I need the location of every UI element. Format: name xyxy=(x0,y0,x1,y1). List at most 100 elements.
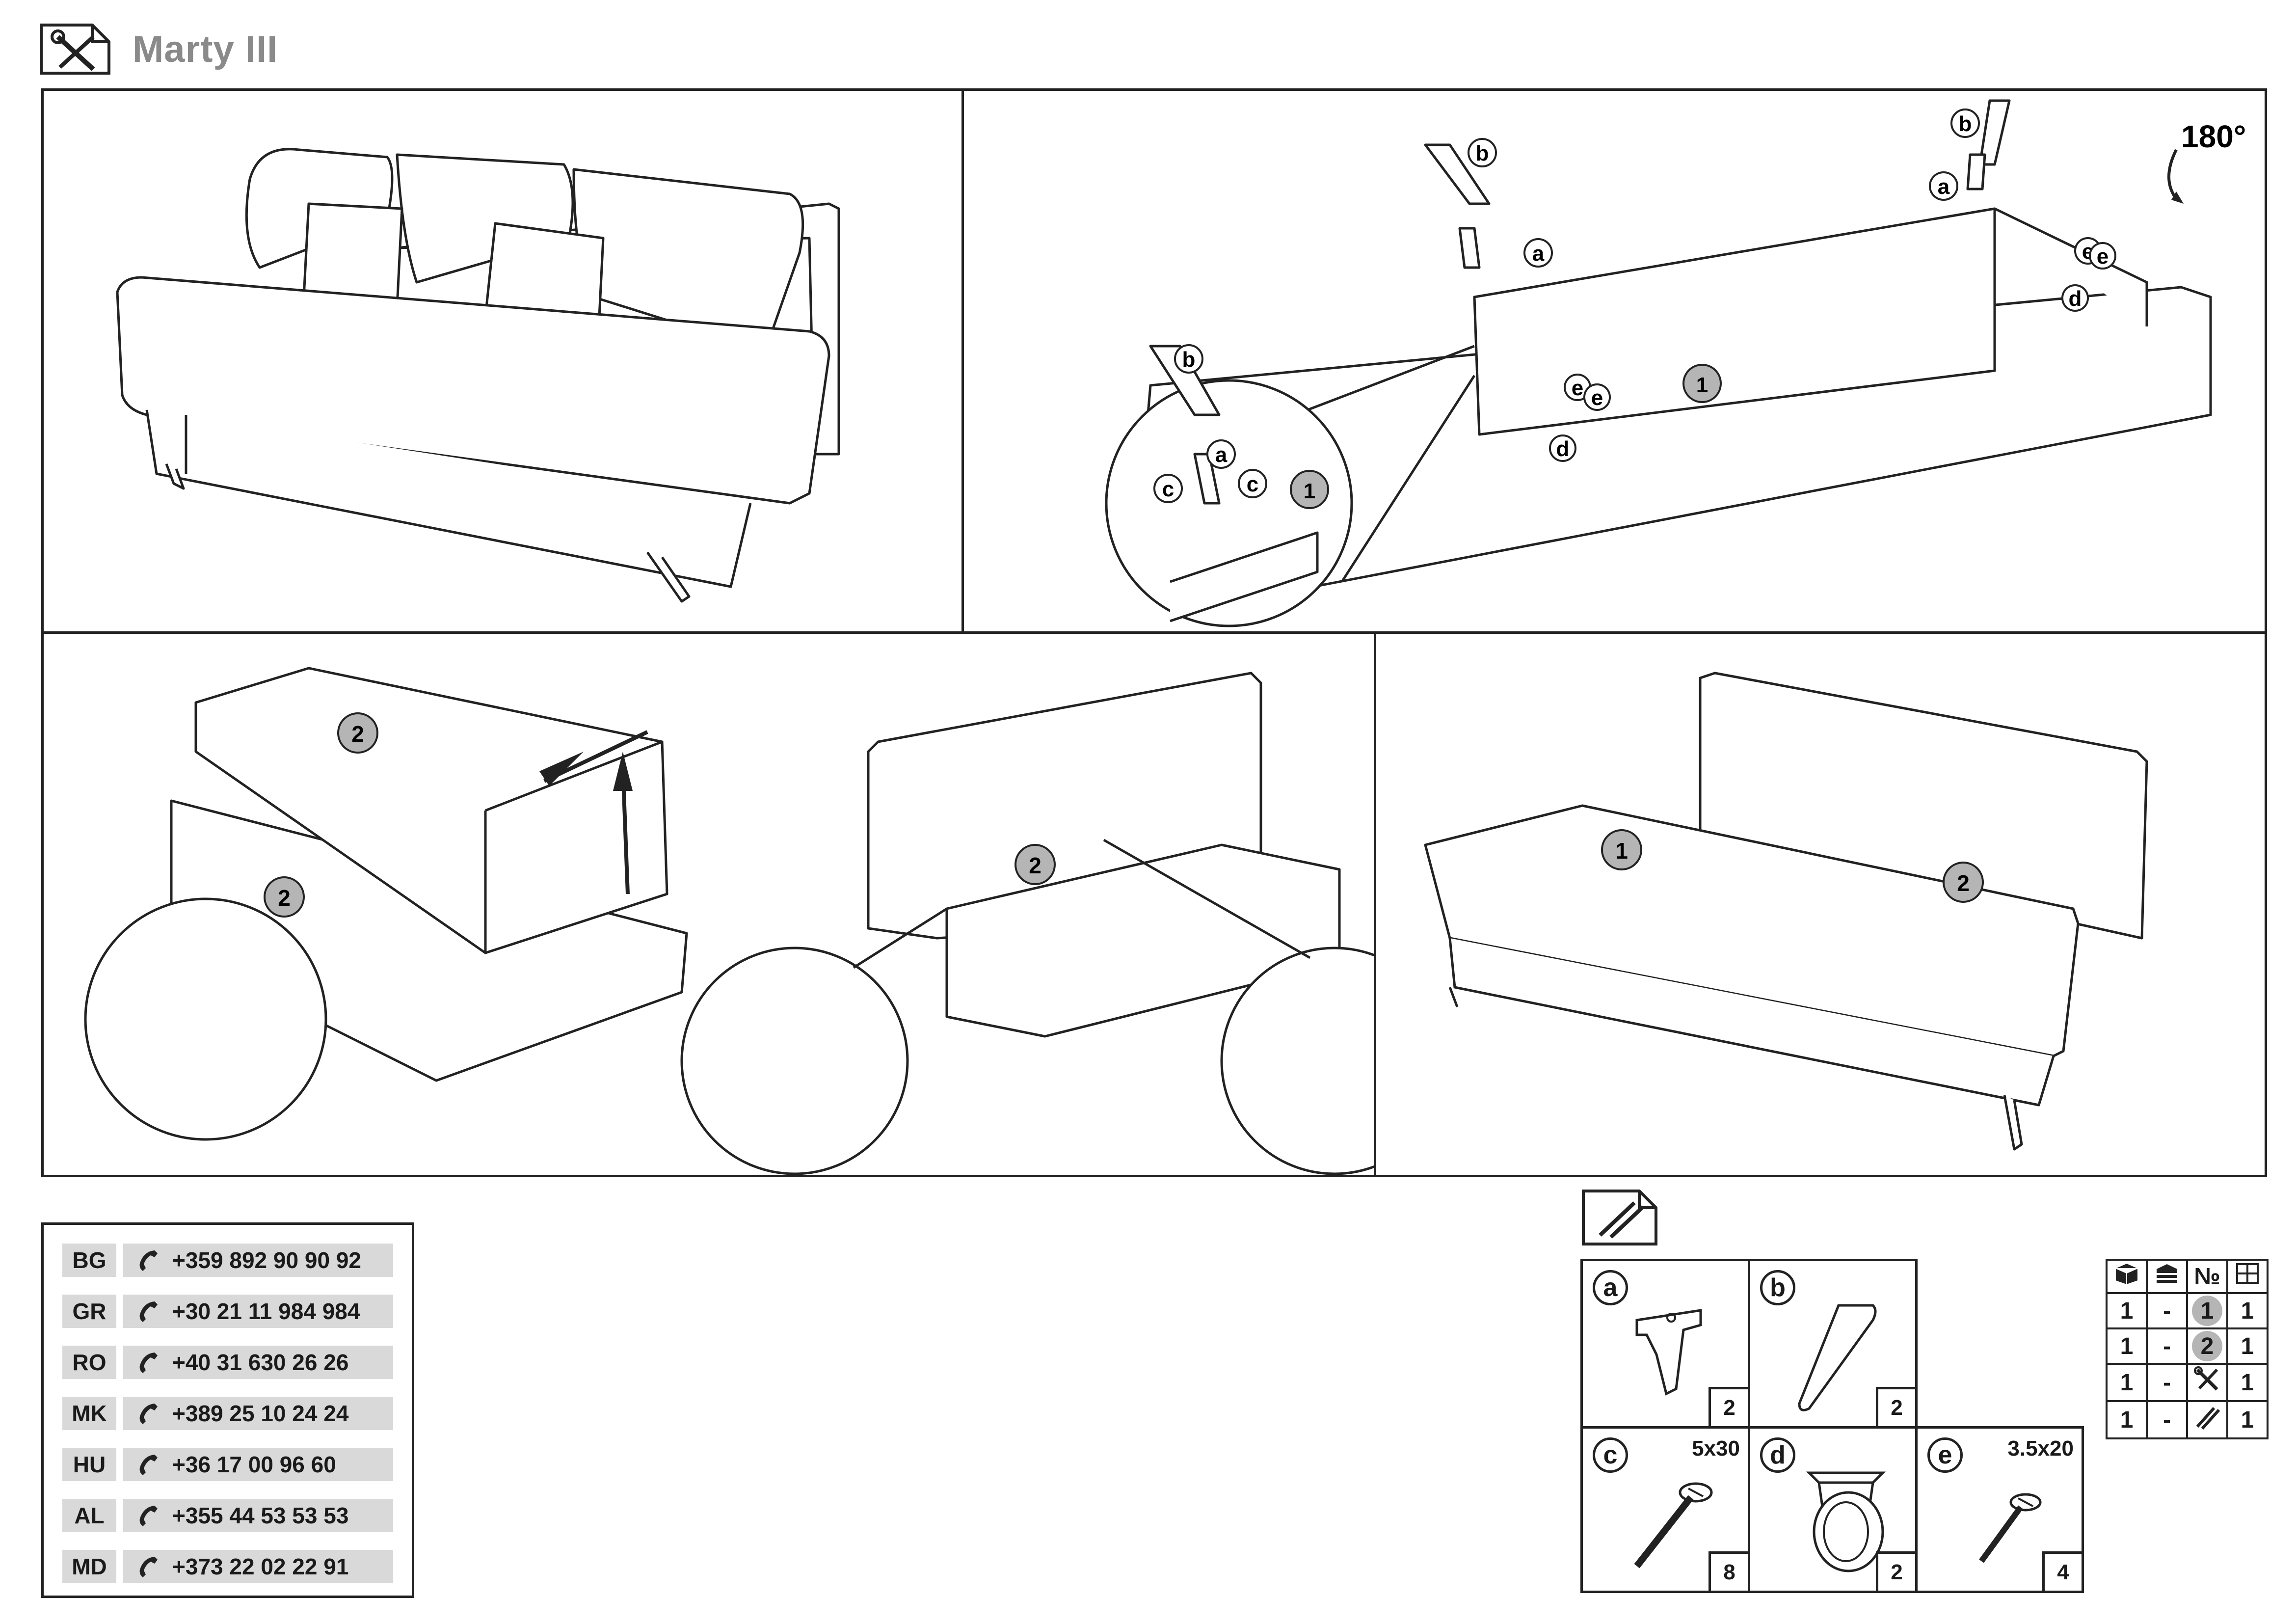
number-column-header: № xyxy=(2186,1259,2228,1294)
label-d-left: d xyxy=(1549,434,1576,462)
phone-number-cell: +40 31 630 26 26 xyxy=(123,1346,393,1379)
svg-text:b: b xyxy=(1182,348,1196,372)
country-code: HU xyxy=(62,1448,116,1481)
hardware-item-e: e 3.5x20 4 xyxy=(1915,1426,2084,1593)
item-quantity: 2 xyxy=(1709,1387,1748,1426)
phone-icon xyxy=(139,1250,158,1271)
svg-text:c: c xyxy=(1162,477,1174,501)
svg-text:c: c xyxy=(1247,472,1258,496)
phone-number: +359 892 90 90 92 xyxy=(172,1247,361,1273)
country-code: BG xyxy=(62,1244,116,1277)
phone-number: +389 25 10 24 24 xyxy=(172,1401,349,1426)
phone-icon xyxy=(139,1404,158,1424)
phone-number: +355 44 53 53 53 xyxy=(172,1503,349,1528)
part-badge: 1 xyxy=(2192,1296,2222,1326)
phone-number: +40 31 630 26 26 xyxy=(172,1350,349,1375)
svg-text:b: b xyxy=(1959,112,1972,136)
phone-number: +373 22 02 22 91 xyxy=(172,1554,349,1579)
step-4-panel: 1 2 xyxy=(1374,631,2267,1177)
item-letter: d xyxy=(1760,1437,1795,1473)
hardware-item-c: c 5x30 8 xyxy=(1580,1426,1750,1593)
final-assembly-illustration: 1 2 xyxy=(1424,672,2148,1151)
contact-row: MK +389 25 10 24 24 xyxy=(62,1397,393,1430)
contact-row: BG +359 892 90 90 92 xyxy=(62,1244,393,1277)
item-letter: a xyxy=(1593,1270,1628,1305)
phone-icon xyxy=(139,1557,158,1577)
layers-icon xyxy=(2157,1264,2177,1283)
phone-icon xyxy=(139,1455,158,1475)
hardware-list: a 2 b 2 c 5x30 8 d 2 xyxy=(1580,1259,2084,1593)
step-1-panel xyxy=(41,88,964,634)
svg-text:2: 2 xyxy=(351,721,364,747)
item-quantity: 2 xyxy=(1876,1387,1915,1426)
phone-number-cell: +389 25 10 24 24 xyxy=(123,1397,393,1430)
svg-text:1: 1 xyxy=(1696,373,1708,397)
country-code: AL xyxy=(62,1499,116,1532)
svg-text:180°: 180° xyxy=(2181,119,2246,154)
screw-icon xyxy=(1634,1482,1713,1569)
svg-text:2: 2 xyxy=(278,885,291,911)
step-2-panel: b a b a b a c xyxy=(961,88,2267,634)
part-2-badge-seat: 2 xyxy=(337,712,378,754)
phone-number-cell: +355 44 53 53 53 xyxy=(123,1499,393,1532)
hardware-item-b: b 2 xyxy=(1748,1259,1918,1429)
label-e-right-2: e xyxy=(2089,242,2116,270)
label-d-right: d xyxy=(2061,284,2089,312)
label-c-zoom-right: c xyxy=(1238,469,1267,498)
quantity-column-header xyxy=(2226,1259,2269,1294)
part-2-badge-storage: 2 xyxy=(1015,844,1056,885)
svg-text:1: 1 xyxy=(1304,479,1315,503)
svg-text:a: a xyxy=(1938,175,1950,199)
svg-text:a: a xyxy=(1532,242,1545,266)
package-row: 1 - 1 1 xyxy=(2106,1292,2269,1329)
sofa-assembled-illustration xyxy=(116,148,840,603)
layers-column-header xyxy=(2146,1259,2188,1294)
country-code: GR xyxy=(62,1295,116,1328)
contact-row: AL +355 44 53 53 53 xyxy=(62,1499,393,1532)
svg-text:e: e xyxy=(1572,376,1583,400)
label-c-zoom-left: c xyxy=(1153,474,1183,503)
contact-row: MD +373 22 02 22 91 xyxy=(62,1550,393,1583)
package-row: 1 - 1 xyxy=(2106,1363,2269,1402)
item-letter: e xyxy=(1927,1437,1963,1473)
step-3-panel: 2 2 2 xyxy=(41,631,1376,1177)
part-1-badge-zoom: 1 xyxy=(1290,470,1329,509)
svg-text:b: b xyxy=(1476,141,1489,165)
phone-icon xyxy=(139,1506,158,1526)
label-b-top-left: b xyxy=(1468,138,1497,167)
box-column-header xyxy=(2106,1259,2148,1294)
svg-text:e: e xyxy=(1591,386,1603,410)
hardware-bag-icon xyxy=(2196,1407,2220,1430)
label-b-zoom: b xyxy=(1174,344,1203,374)
rotate-180-indicator: 180° xyxy=(2167,119,2246,204)
box-icon xyxy=(2115,1262,2138,1286)
label-a-top-right: a xyxy=(1929,171,1958,201)
item-quantity: 4 xyxy=(2042,1551,2082,1591)
phone-number: +36 17 00 96 60 xyxy=(172,1452,336,1477)
label-b-top-right: b xyxy=(1950,108,1980,138)
country-code: MK xyxy=(62,1397,116,1430)
package-contents-table: № 1 - 1 1 1 - 2 1 1 - 1 1 - 1 xyxy=(2106,1259,2269,1439)
svg-text:e: e xyxy=(2097,244,2109,269)
page-title: Marty III xyxy=(133,28,278,70)
item-size: 3.5x20 xyxy=(2007,1436,2074,1461)
contact-row: GR +30 21 11 984 984 xyxy=(62,1295,393,1328)
item-letter: c xyxy=(1593,1437,1628,1473)
item-letter: b xyxy=(1760,1270,1795,1305)
screw-icon xyxy=(1979,1493,2042,1563)
contact-row: RO +40 31 630 26 26 xyxy=(62,1346,393,1379)
label-a-zoom: a xyxy=(1206,439,1236,469)
phone-icon xyxy=(139,1353,158,1373)
svg-text:d: d xyxy=(1556,437,1570,461)
phone-number-cell: +373 22 02 22 91 xyxy=(123,1550,393,1583)
part-badge: 2 xyxy=(2192,1331,2222,1361)
phone-number: +30 21 11 984 984 xyxy=(172,1299,360,1324)
package-row: 1 - 2 1 xyxy=(2106,1327,2269,1365)
phone-number-cell: +30 21 11 984 984 xyxy=(123,1295,393,1328)
part-2-badge-base: 2 xyxy=(264,876,305,918)
legs-attachment-illustration: b a b a b a c xyxy=(1105,99,2246,627)
package-row: 1 - 1 xyxy=(2106,1400,2269,1439)
boxes-stack-icon xyxy=(2236,1263,2259,1284)
phone-icon xyxy=(139,1301,158,1322)
svg-text:1: 1 xyxy=(1615,838,1628,864)
